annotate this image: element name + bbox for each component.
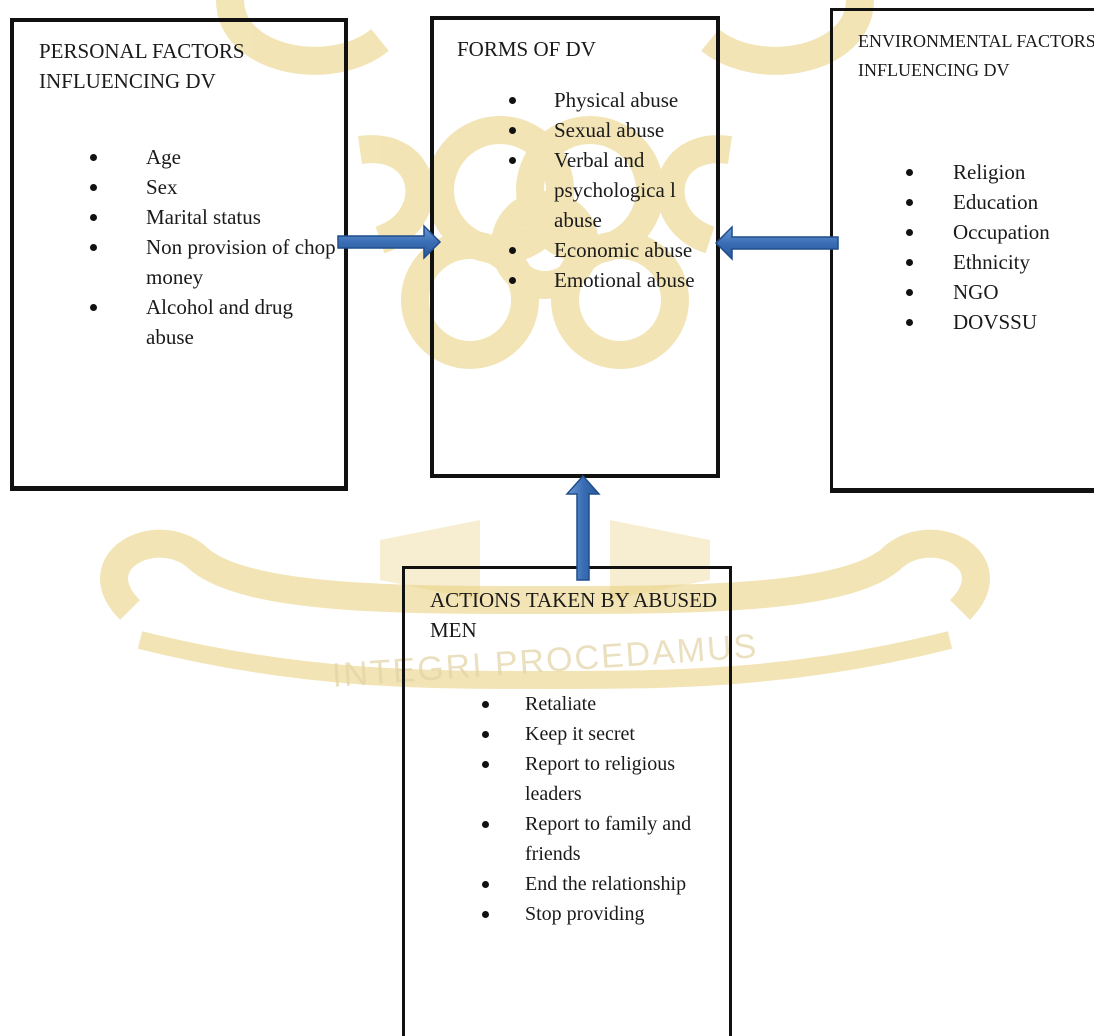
list-item: Religion: [905, 157, 1094, 187]
list-item: Non provision of chop money: [89, 232, 339, 292]
forms-of-dv-list: Physical abuse Sexual abuse Verbal and p…: [507, 85, 707, 295]
actions-taken-box: ACTIONS TAKEN BY ABUSED MEN Retaliate Ke…: [402, 566, 732, 1036]
list-item: Marital status: [89, 202, 339, 232]
list-item: Keep it secret: [480, 719, 720, 749]
list-item: Education: [905, 187, 1094, 217]
forms-of-dv-title: FORMS OF DV: [457, 37, 596, 61]
list-item: Retaliate: [480, 689, 720, 719]
actions-taken-list: Retaliate Keep it secret Report to relig…: [480, 689, 720, 929]
list-item: Sexual abuse: [507, 115, 707, 145]
list-item: Physical abuse: [507, 85, 707, 115]
list-item: Economic abuse: [507, 235, 707, 265]
list-item: End the relationship: [480, 869, 720, 899]
list-item: Occupation: [905, 217, 1094, 247]
list-item: Age: [89, 142, 339, 172]
personal-factors-list: Age Sex Marital status Non provision of …: [89, 142, 339, 352]
arrow-actions-to-forms: [565, 474, 601, 581]
list-item: Verbal and psychologica l abuse: [507, 145, 707, 235]
personal-factors-title: PERSONAL FACTORS INFLUENCING DV: [39, 39, 245, 93]
list-item: NGO: [905, 277, 1094, 307]
actions-taken-title: ACTIONS TAKEN BY ABUSED MEN: [430, 588, 718, 642]
environmental-factors-title: ENVIRONMENTAL FACTORS INFLUENCING DV: [858, 31, 1094, 80]
list-item: Alcohol and drug abuse: [89, 292, 339, 352]
arrow-personal-to-forms: [337, 224, 442, 260]
list-item: DOVSSU: [905, 307, 1094, 337]
list-item: Report to religious leaders: [480, 749, 720, 809]
list-item: Report to family and friends: [480, 809, 720, 869]
list-item: Stop providing: [480, 899, 720, 929]
forms-of-dv-box: FORMS OF DV Physical abuse Sexual abuse …: [430, 16, 720, 478]
environmental-factors-box: ENVIRONMENTAL FACTORS INFLUENCING DV Rel…: [830, 8, 1094, 493]
arrow-env-to-forms: [714, 225, 839, 261]
environmental-factors-list: Religion Education Occupation Ethnicity …: [905, 157, 1094, 337]
list-item: Emotional abuse: [507, 265, 707, 295]
list-item: Ethnicity: [905, 247, 1094, 277]
list-item: Sex: [89, 172, 339, 202]
personal-factors-box: PERSONAL FACTORS INFLUENCING DV Age Sex …: [10, 18, 348, 491]
